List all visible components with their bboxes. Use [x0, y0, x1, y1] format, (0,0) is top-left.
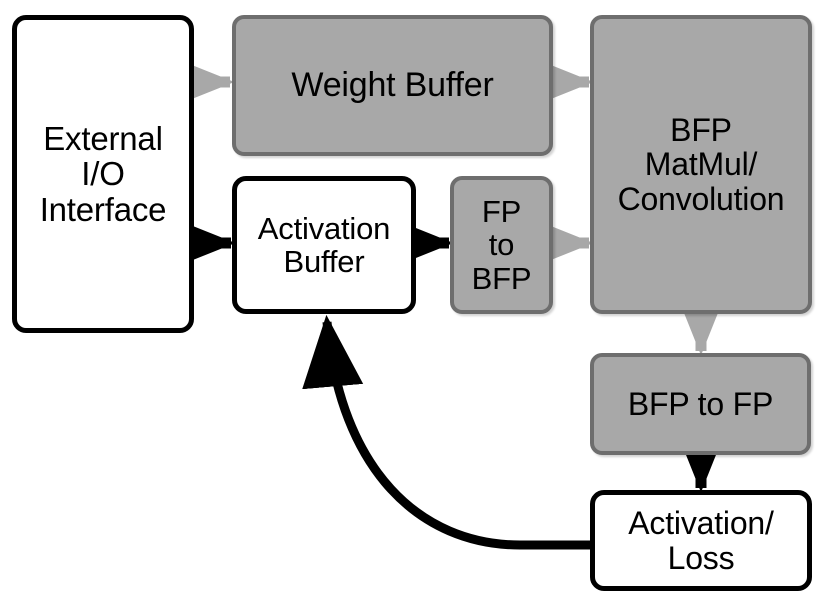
node-fp-to-bfp[interactable]: FP to BFP [450, 176, 553, 314]
node-external-io-interface[interactable]: External I/O Interface [12, 15, 194, 333]
node-weight-buffer[interactable]: Weight Buffer [232, 15, 553, 156]
node-activation-buffer[interactable]: Activation Buffer [232, 176, 416, 314]
node-bfp-matmul-convolution[interactable]: BFP MatMul/ Convolution [590, 15, 812, 314]
node-bfp-to-fp[interactable]: BFP to FP [590, 353, 811, 455]
edge-activation-loss-feedback [302, 314, 592, 550]
node-activation-loss[interactable]: Activation/ Loss [590, 490, 812, 591]
